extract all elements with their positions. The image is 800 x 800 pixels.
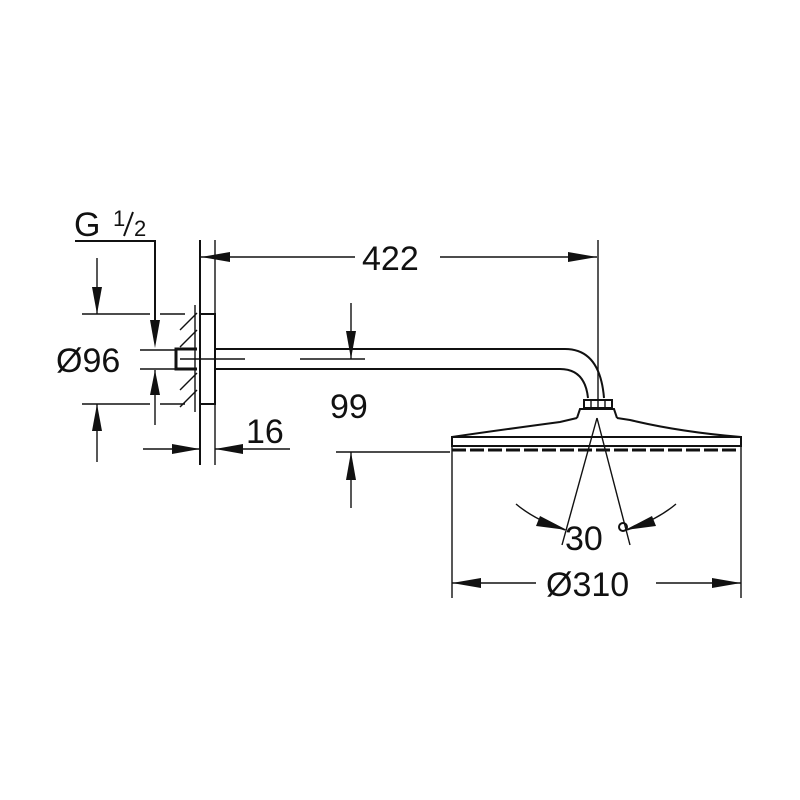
thread-lower-arrow [150, 370, 160, 395]
flange-diameter-label: Ø96 [56, 342, 120, 380]
arm-top-edge [215, 348, 605, 399]
wall-hatch [179, 312, 198, 331]
wall-flange [174, 240, 245, 465]
flange-depth-dimension: 16 [143, 413, 290, 454]
swivel-angle-label: 30 [565, 520, 603, 558]
arm-bottom-edge [215, 368, 589, 399]
head-dome [451, 417, 742, 438]
head-diameter-dimension: Ø310 [452, 566, 741, 604]
fraction-slash [123, 211, 134, 237]
swivel-line-left [561, 417, 598, 546]
arm-drop-dimension: 99 [300, 303, 450, 508]
arm-length-label: 422 [362, 240, 419, 278]
thread-leader-line [75, 240, 156, 325]
arm-drop-label: 99 [330, 388, 368, 426]
shower-arm [215, 240, 605, 400]
flange-diameter-dimension: Ø96 [56, 258, 185, 462]
head-diameter-label: Ø310 [546, 566, 629, 604]
head-plate [451, 436, 742, 447]
thread-fraction-denominator: 2 [134, 216, 146, 241]
inlet-stub [174, 347, 197, 371]
arm-length-dimension: 422 [201, 240, 597, 278]
shower-head [451, 399, 742, 598]
thread-label: G 1 2 [74, 206, 160, 425]
thread-letter: G [74, 206, 100, 244]
swivel-angle-dimension: 30 [515, 417, 677, 558]
thread-leader-arrow [150, 320, 160, 348]
degree-symbol [618, 522, 628, 532]
swivel-collar [576, 408, 618, 419]
flange-depth-label: 16 [246, 413, 284, 451]
thread-fraction-numerator: 1 [113, 206, 125, 231]
